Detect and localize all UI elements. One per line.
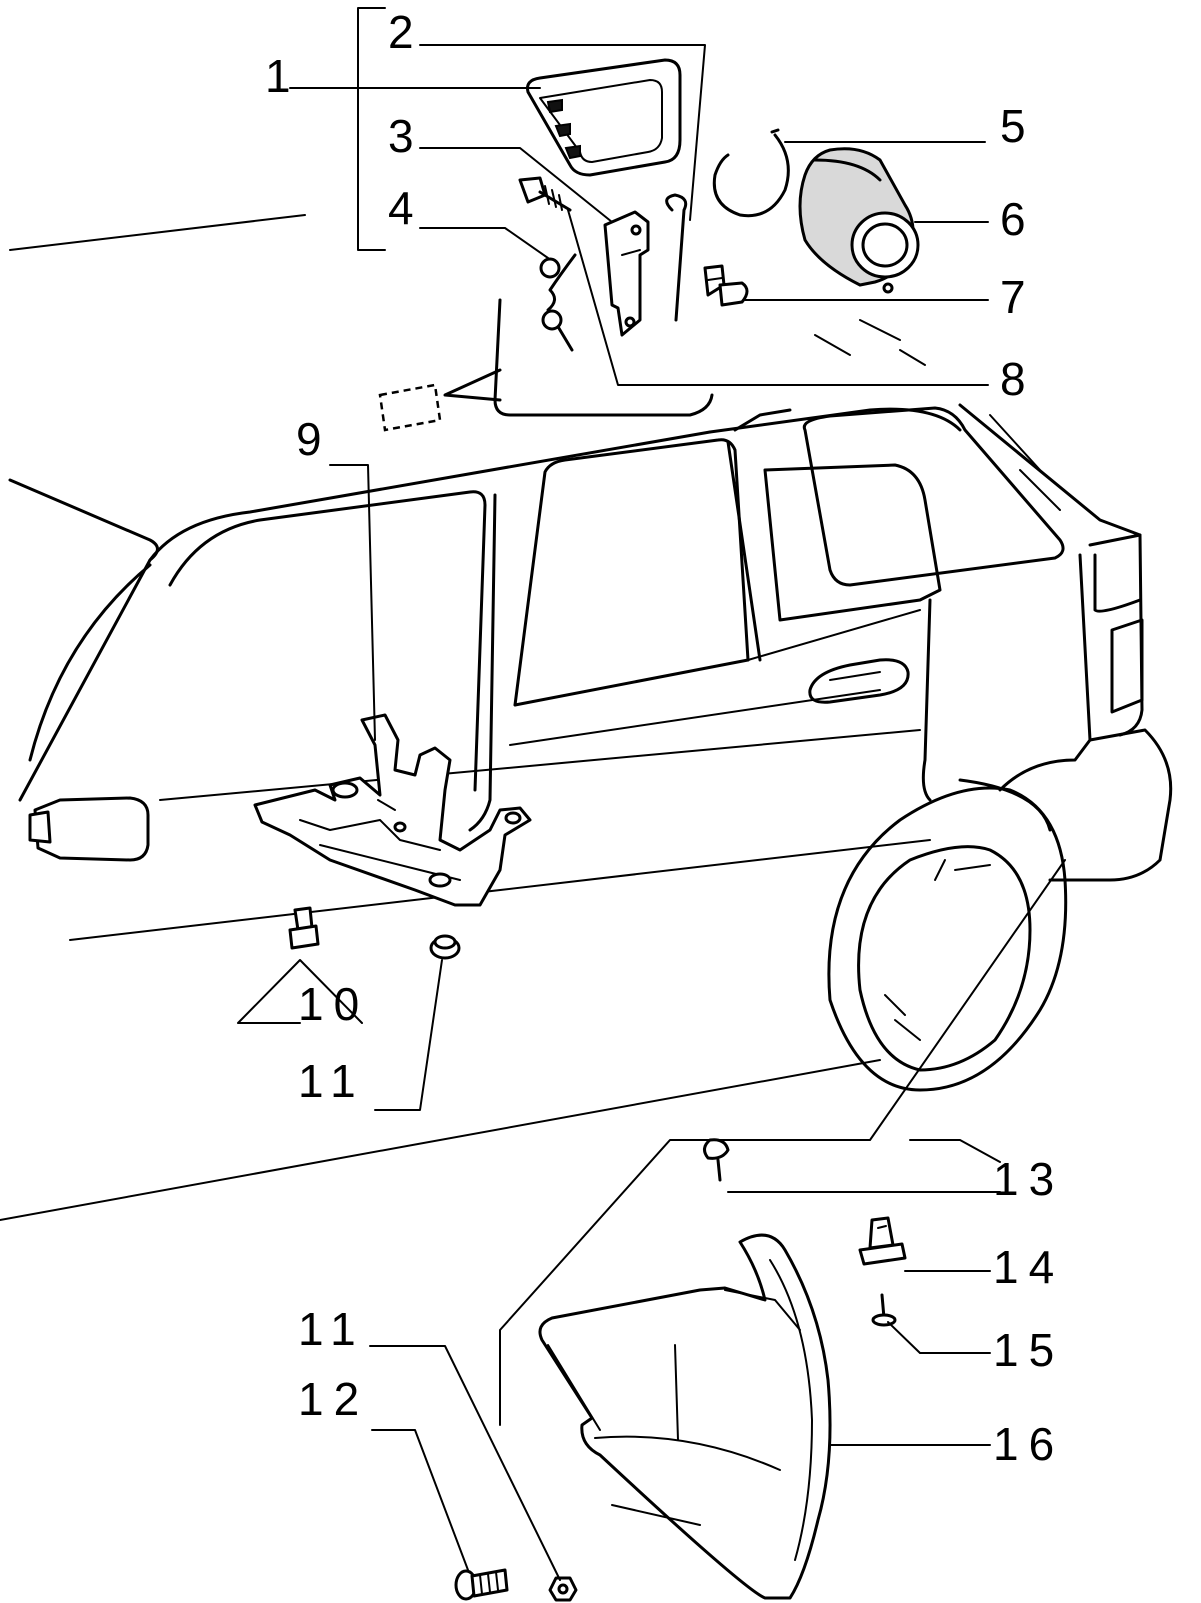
leader-2 <box>419 44 706 221</box>
spring-ring <box>712 128 790 218</box>
leader-13 <box>909 1139 1001 1163</box>
cap-11-upper <box>429 934 461 960</box>
callout-5: 5 <box>1000 100 1036 152</box>
callout-9: 9 <box>296 413 332 465</box>
rear-wheel <box>827 778 1068 1092</box>
leader-4 <box>419 227 549 259</box>
jack-bracket <box>253 713 532 907</box>
leader-8 <box>567 209 989 386</box>
leader-3 <box>419 147 613 223</box>
flap-rod <box>665 193 688 322</box>
hinge-bracket <box>603 210 650 337</box>
callout-11-lower: 11 <box>298 1303 366 1355</box>
callout-1: 1 <box>265 50 301 102</box>
leader-lines <box>237 7 1066 1581</box>
callout-labels: 2 1 3 4 5 6 7 8 9 10 11 11 12 13 14 15 1… <box>265 6 1064 1470</box>
cable-clip <box>539 253 577 352</box>
callout-14: 14 <box>993 1241 1064 1293</box>
callout-16: 16 <box>993 1418 1064 1470</box>
callout-3: 3 <box>388 110 424 162</box>
leader-10 <box>237 959 363 1024</box>
wheel-arch-liner <box>538 1233 832 1600</box>
callout-2: 2 <box>388 6 424 58</box>
leader-9 <box>329 464 376 741</box>
leader-12 <box>371 1429 469 1571</box>
leader-13-arch <box>499 859 1066 1426</box>
callout-4: 4 <box>388 182 424 234</box>
callout-15: 15 <box>993 1324 1064 1376</box>
bolt-10 <box>288 906 320 950</box>
nut-11-lower <box>548 1576 578 1602</box>
callout-10: 10 <box>298 978 369 1030</box>
callout-13: 13 <box>993 1153 1064 1205</box>
callout-7: 7 <box>1000 271 1036 323</box>
leader-11-lower <box>369 1345 561 1581</box>
callout-8: 8 <box>1000 353 1036 405</box>
screw-15 <box>871 1293 897 1327</box>
callout-11-upper: 11 <box>298 1055 366 1107</box>
bolt-12 <box>454 1568 509 1601</box>
speed-nut-14 <box>858 1216 907 1266</box>
filler-housing <box>798 147 920 294</box>
leader-15 <box>887 1321 991 1354</box>
leader-11-upper <box>374 959 443 1111</box>
car-body-outline <box>0 214 1173 1221</box>
fuel-flap <box>526 58 682 177</box>
callout-6: 6 <box>1000 193 1036 245</box>
clip <box>703 264 749 307</box>
screw <box>518 176 572 212</box>
callout-12: 12 <box>298 1373 369 1425</box>
clip-13 <box>703 1138 730 1182</box>
group-bracket <box>357 7 386 251</box>
